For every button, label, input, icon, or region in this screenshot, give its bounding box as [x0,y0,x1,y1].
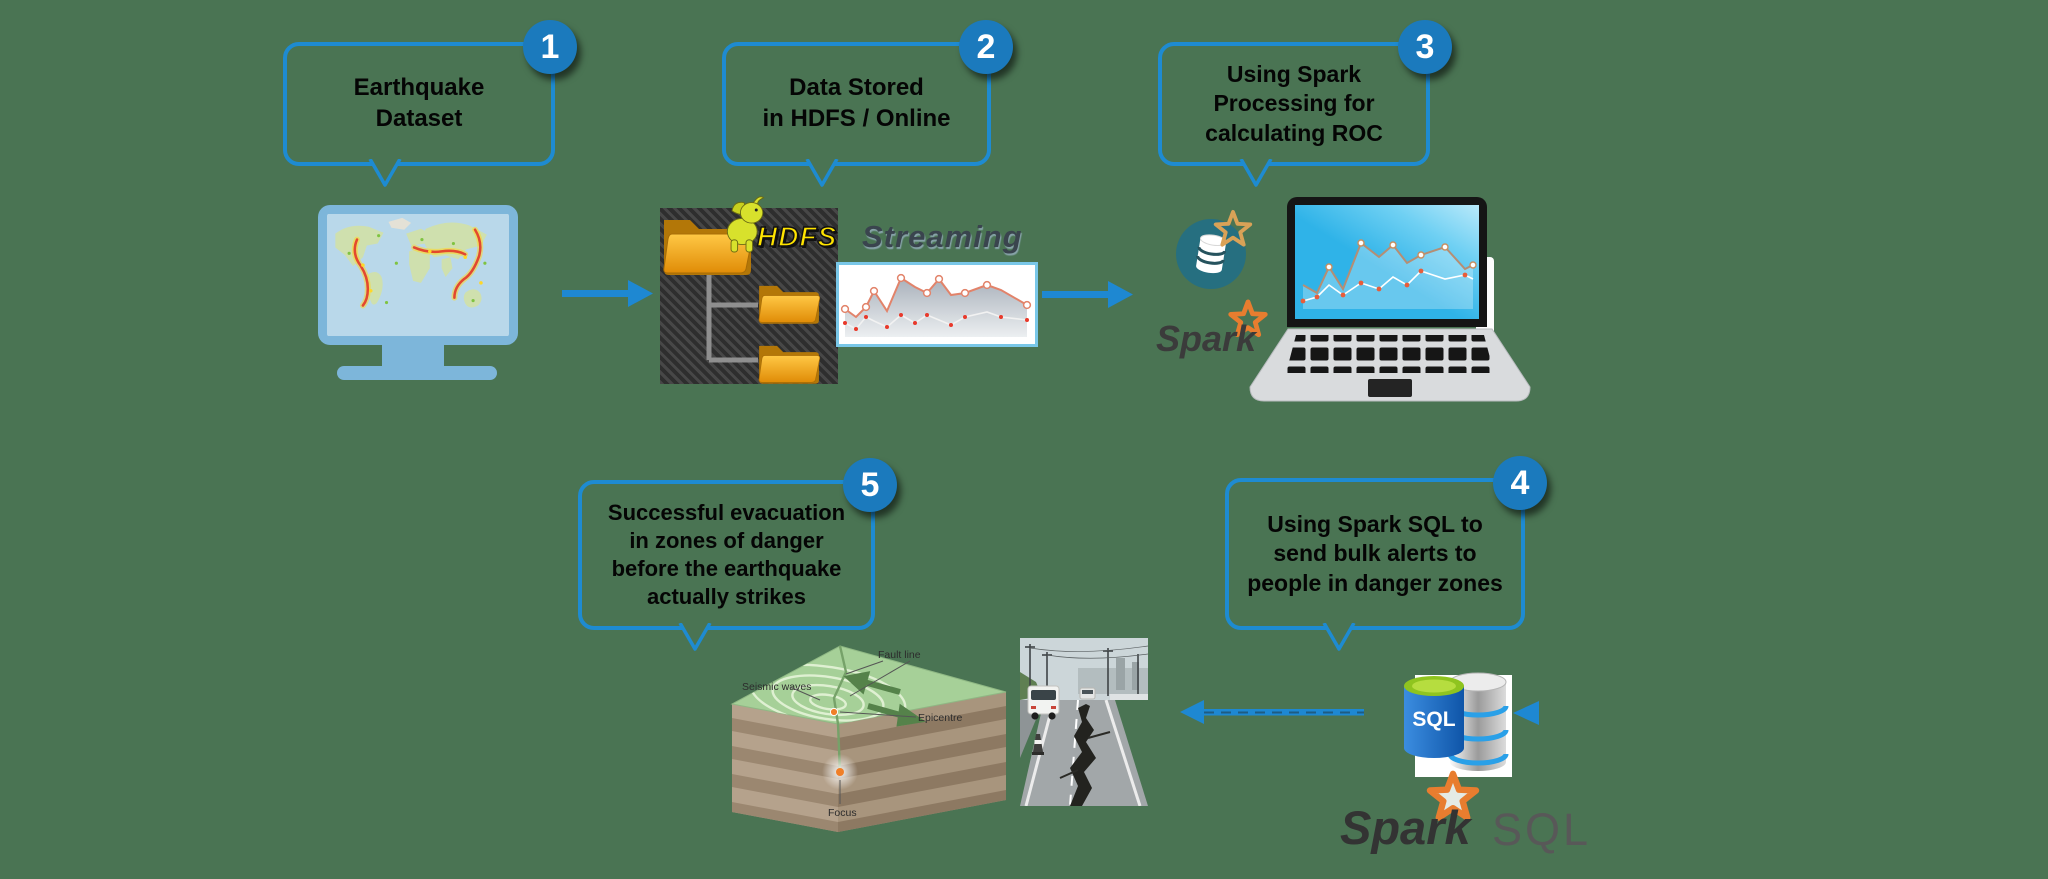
roc-line-chart [1300,239,1477,309]
step3-number: 3 [1415,27,1435,66]
step3-bubble: Using Spark Processing for calculating R… [1158,20,1452,187]
streaming-line-chart [840,273,1032,337]
step4-number: 4 [1510,463,1530,502]
laptop-keyboard-base [1249,328,1531,402]
monitor-stand-base [337,366,497,380]
cracked-road-photo [1020,638,1148,806]
step1-label: Earthquake Dataset [353,74,485,132]
bubble-tail [678,623,712,651]
seismic-waves-label: Seismic waves [742,681,811,693]
step2-number: 2 [976,27,996,66]
hadoop-elephant-icon [726,196,765,253]
epicentre-label: Epicentre [918,712,963,724]
step3-label: Using Spark Processing for calculating R… [1205,60,1383,146]
step4-number-badge: 4 [1493,456,1547,510]
spark-sql-logo-sql: SQL [1492,804,1592,855]
step5-label: Successful evacuation in zones of danger… [607,499,846,610]
step2-number-badge: 2 [959,20,1013,74]
hdfs-logo: HDFS [756,220,838,253]
white-cylinder-icon [1196,234,1226,274]
step3-number-badge: 3 [1398,20,1452,74]
step4-label: Using Spark SQL to send bulk alerts to p… [1247,510,1503,596]
folder-tree-connector [706,270,758,363]
streaming-logo: Streaming [862,219,1023,254]
laptop-icon [1287,197,1487,327]
laptop-screen-chart [1295,205,1479,319]
step1-bubble: Earthquake Dataset 1 [283,20,577,187]
world-earthquake-map [327,214,509,336]
car-icon [1079,687,1096,700]
earthquake-block-diagram: Seismic waves Fault line Epicentre Focus [730,645,1007,832]
fault-label: Fault line [878,649,921,661]
sql-db-label: SQL [1412,708,1455,731]
bubble-tail [805,159,839,187]
focus-label: Focus [828,807,857,819]
step5-number: 5 [860,465,880,504]
step2-label: Data Stored in HDFS / Online [762,74,951,132]
world-map-heatmap [327,214,509,336]
arrowhead-into-sql [1513,701,1539,725]
arrow-hdfs-to-spark [1042,281,1133,308]
step4-bubble: Using Spark SQL to send bulk alerts to p… [1225,456,1547,651]
arrow-sql-to-evacuation [1180,700,1364,724]
sql-database-icon: SQL [1404,672,1509,771]
earthquake-map-monitor-icon [318,205,518,345]
streaming-chart [836,262,1038,347]
hdfs-folder-small-icon [755,336,821,386]
spark-db-circle-icon [1176,209,1253,289]
bubble-tail [1322,623,1356,651]
step1-number-badge: 1 [523,20,577,74]
spark-sql-logo-spark: Spark [1340,801,1471,854]
step1-number: 1 [540,27,560,66]
bubble-tail [368,159,402,187]
hdfs-folder-small-icon [755,276,821,326]
traffic-cone-icon [1032,734,1044,755]
bubble-tail [1239,159,1273,187]
monitor-stand-neck [382,344,444,368]
step5-number-badge: 5 [843,458,897,512]
van-icon [1027,685,1060,720]
spark-logo: Spark [1156,318,1257,359]
step5-bubble: Successful evacuation in zones of danger… [578,458,897,651]
star-icon [1213,209,1253,247]
arrow-dataset-to-hdfs [562,280,653,307]
step2-bubble: Data Stored in HDFS / Online 2 [722,20,1013,187]
